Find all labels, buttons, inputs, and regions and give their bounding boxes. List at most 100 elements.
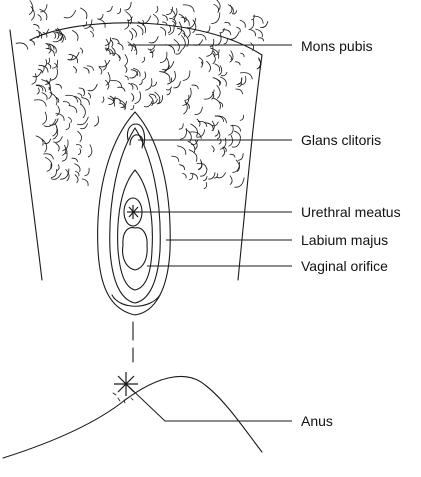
hair-stroke [84, 68, 89, 74]
hair-stroke [229, 125, 234, 135]
hair-stroke [42, 112, 46, 124]
hair-stroke [173, 9, 177, 18]
hair-stroke [207, 46, 213, 57]
hair-stroke [137, 25, 143, 34]
hair-stroke [81, 8, 87, 19]
hair-stroke [44, 119, 56, 126]
hair-stroke [148, 49, 153, 57]
hair-stroke [98, 14, 103, 19]
leader-anus [126, 384, 292, 421]
hair-stroke [199, 57, 203, 64]
hair-stroke [66, 124, 70, 130]
hair-stroke [88, 145, 92, 157]
hair-stroke [102, 97, 104, 103]
hair-stroke [256, 29, 263, 37]
pubic-hair [16, 0, 268, 189]
hair-stroke [160, 52, 166, 63]
hair-stroke [212, 13, 220, 24]
hair-stroke [57, 165, 59, 171]
hair-stroke [189, 150, 197, 162]
hair-stroke [225, 22, 230, 25]
hair-stroke [44, 154, 54, 159]
hair-stroke [56, 143, 59, 151]
hair-stroke [128, 42, 133, 51]
hair-stroke [196, 34, 206, 40]
hair-stroke [37, 88, 39, 94]
hair-stroke [69, 106, 77, 113]
hair-stroke [156, 6, 158, 12]
hair-stroke [183, 71, 190, 81]
hair-stroke [195, 107, 203, 114]
hair-stroke [66, 95, 78, 102]
hair-stroke [249, 19, 254, 30]
hair-stroke [229, 135, 233, 146]
hair-stroke [16, 43, 28, 49]
hair-stroke [63, 102, 70, 106]
hair-stroke [182, 36, 186, 50]
hair-stroke [172, 156, 179, 161]
hair-stroke [167, 7, 173, 15]
hair-stroke [125, 2, 132, 10]
hair-stroke [54, 32, 56, 38]
hair-stroke [192, 85, 198, 89]
hair-stroke [140, 80, 143, 84]
hair-stroke [88, 84, 97, 91]
hair-stroke [217, 85, 220, 98]
hair-stroke [82, 179, 88, 186]
hair-stroke [210, 39, 214, 46]
hair-stroke [75, 164, 80, 172]
hair-stroke [38, 15, 41, 21]
vaginal-orifice-shape [123, 228, 148, 270]
hair-stroke [131, 84, 137, 90]
hair-stroke [149, 37, 158, 43]
hair-stroke [216, 0, 220, 11]
hair-stroke [213, 98, 220, 109]
hair-stroke [143, 72, 146, 80]
hair-stroke [204, 182, 207, 188]
hair-stroke [193, 20, 196, 33]
hair-stroke [168, 26, 170, 33]
vestibule-outline [118, 170, 153, 290]
hair-stroke [150, 94, 156, 98]
hair-stroke [72, 31, 78, 41]
hair-stroke [234, 131, 240, 140]
label-urethral-meatus: Urethral meatus [301, 204, 401, 220]
hair-stroke [73, 67, 76, 73]
hair-stroke [183, 5, 194, 12]
hair-stroke [125, 76, 128, 80]
hair-stroke [89, 26, 93, 31]
hair-stroke [75, 175, 78, 183]
hair-stroke [206, 26, 210, 32]
hair-stroke [53, 60, 58, 68]
hair-stroke [47, 164, 51, 171]
hair-stroke [224, 39, 227, 44]
hair-stroke [90, 31, 93, 37]
hair-stroke [78, 149, 80, 155]
hair-stroke [32, 74, 36, 85]
hair-stroke [94, 116, 98, 126]
hair-stroke [56, 84, 62, 88]
hair-stroke [212, 146, 214, 152]
hair-stroke [193, 40, 202, 46]
hair-stroke [77, 145, 82, 148]
label-vaginal-orifice: Vaginal orifice [301, 258, 388, 274]
hair-stroke [150, 45, 154, 49]
hair-stroke [80, 48, 82, 53]
hair-stroke [118, 43, 123, 49]
hair-stroke [78, 117, 89, 125]
hair-stroke [54, 137, 63, 143]
hair-stroke [64, 10, 76, 18]
posterior-fold [112, 295, 160, 306]
hair-stroke [183, 173, 187, 178]
hair-stroke [237, 27, 241, 32]
hair-stroke [220, 77, 226, 86]
hair-stroke [146, 79, 152, 90]
hair-stroke [189, 174, 193, 180]
hair-stroke [179, 14, 185, 22]
hair-stroke [214, 4, 219, 12]
hair-stroke [258, 38, 263, 41]
hair-stroke [152, 82, 157, 86]
hair-stroke [183, 33, 189, 46]
hair-stroke [125, 66, 127, 72]
hair-stroke [215, 130, 218, 136]
